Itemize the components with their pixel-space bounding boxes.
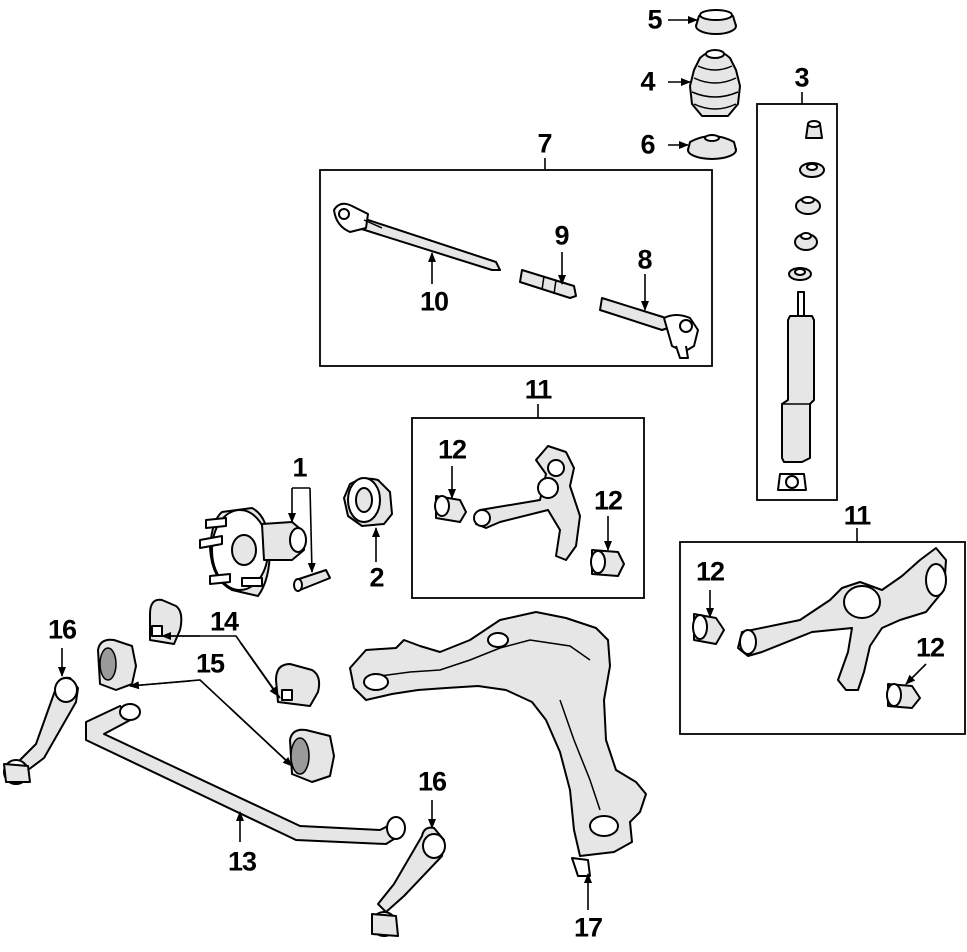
part-shock-absorber	[777, 120, 825, 491]
part-wheel-bearing	[343, 477, 393, 527]
callout-1: 1	[292, 452, 308, 483]
callout-17: 17	[573, 912, 603, 943]
callout-14: 14	[209, 606, 239, 637]
callout-16-left: 16	[47, 614, 77, 645]
part-bushing-b	[590, 549, 625, 577]
part-outer-tie-rod	[599, 297, 699, 359]
leader-14b	[239, 641, 279, 697]
part-stabilizer-link-a	[3, 676, 79, 785]
callout-15: 15	[195, 648, 225, 679]
callout-10: 10	[419, 286, 449, 317]
part-tie-rod-adjuster	[519, 269, 577, 299]
callout-5: 5	[647, 4, 663, 35]
callout-2: 2	[369, 562, 385, 593]
callout-12-lower-right: 12	[915, 632, 945, 663]
group-box-tie-rod	[319, 169, 713, 367]
part-stabilizer-bar	[85, 703, 406, 845]
callout-11-upper: 11	[524, 374, 553, 405]
callout-4: 4	[640, 66, 656, 97]
part-stabilizer-link-b	[371, 826, 446, 937]
callout-7: 7	[537, 128, 553, 159]
callout-6: 6	[640, 129, 656, 160]
group-box-shock-kit	[756, 103, 838, 501]
callout-8: 8	[637, 244, 653, 275]
part-inner-tie-rod	[333, 202, 501, 271]
leader-15b	[229, 707, 293, 767]
part-stabilizer-bracket-a	[149, 598, 183, 645]
part-bushing-c	[692, 613, 725, 645]
part-spring-seat	[687, 134, 737, 160]
callout-13: 13	[227, 846, 257, 877]
part-mount-cap	[695, 9, 737, 35]
leader-1b	[307, 487, 316, 573]
callout-12-upper-right: 12	[593, 485, 623, 516]
part-upper-control-arm	[473, 445, 581, 561]
part-stabilizer-bushing-b	[289, 728, 335, 783]
leader-15	[129, 679, 291, 765]
part-bushing-a	[434, 495, 467, 523]
part-wheel-stud	[293, 569, 331, 592]
part-lower-control-arm	[737, 547, 947, 691]
part-jounce-bumper	[689, 49, 741, 117]
part-wheel-hub	[199, 507, 307, 597]
part-bushing-d	[886, 683, 921, 709]
group-box-upper-arm	[411, 417, 645, 599]
part-stabilizer-bracket-b	[275, 663, 321, 707]
callout-12-lower-left: 12	[695, 556, 725, 587]
part-crossmember	[349, 611, 647, 877]
part-stabilizer-bushing-a	[97, 638, 137, 691]
callout-16-right: 16	[417, 766, 447, 797]
callout-11-lower: 11	[843, 500, 872, 531]
callout-3: 3	[794, 62, 810, 93]
group-box-lower-arm	[679, 541, 966, 735]
leader-12d	[905, 663, 927, 685]
callout-9: 9	[554, 220, 570, 251]
leader-15a	[129, 680, 191, 690]
callout-12-upper-left: 12	[437, 434, 467, 465]
